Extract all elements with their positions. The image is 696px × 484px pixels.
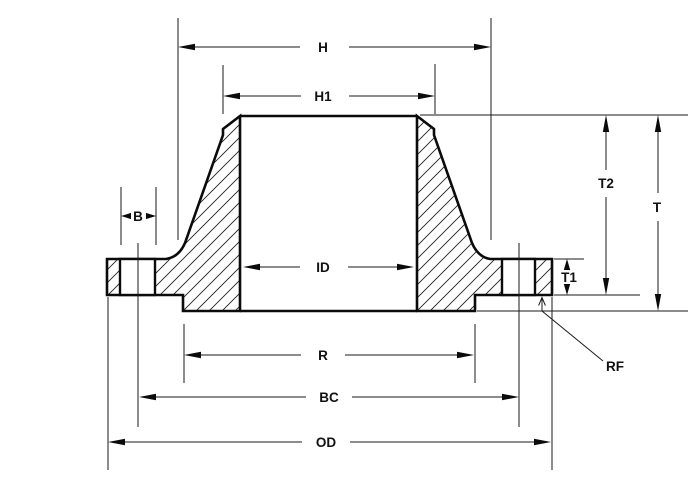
dim-t-arrow-down <box>654 294 662 311</box>
dimension-r: R <box>184 348 474 363</box>
dim-b-arrow-right <box>146 212 156 220</box>
dim-t-arrow-up <box>654 115 662 132</box>
dim-od-arrow-left <box>108 438 125 446</box>
dim-t2-arrow-up <box>602 115 610 132</box>
dim-id-arrow-left <box>243 263 260 271</box>
dimension-bc: BC <box>139 390 519 405</box>
dim-label-t: T <box>653 200 662 215</box>
dimension-t1: T1 <box>561 259 577 295</box>
dimension-h: H <box>178 40 491 55</box>
rf-leader-line <box>541 299 604 362</box>
dim-h1-arrow-right <box>418 92 435 100</box>
dimension-t: T <box>653 115 662 311</box>
dim-h-arrow-left <box>178 43 195 51</box>
dim-label-r: R <box>318 348 328 363</box>
dim-label-b: B <box>133 209 143 224</box>
dim-t2-arrow-down <box>602 278 610 295</box>
dim-h1-arrow-left <box>223 92 240 100</box>
dimension-b: B <box>121 209 156 224</box>
callout-rf: RF <box>538 296 624 374</box>
dim-h-arrow-right <box>474 43 491 51</box>
dim-label-od: OD <box>316 435 337 450</box>
dim-b-arrow-left <box>121 212 131 220</box>
dim-label-t2: T2 <box>598 176 614 191</box>
dimension-h1: H1 <box>223 89 435 104</box>
flange-body <box>105 113 554 313</box>
dim-bc-arrow-right <box>502 393 519 401</box>
dim-r-arrow-right <box>457 351 474 359</box>
rf-leader-arrow <box>538 296 546 306</box>
dim-label-id: ID <box>316 260 330 275</box>
dim-label-t1: T1 <box>561 270 577 285</box>
dim-label-h: H <box>318 40 328 55</box>
dim-od-arrow-right <box>534 438 551 446</box>
dim-t1-arrow-up <box>563 259 571 270</box>
dimension-t2: T2 <box>598 115 614 295</box>
dim-t1-arrow-down <box>563 284 571 295</box>
dimension-id: ID <box>243 260 414 275</box>
dimension-od: OD <box>108 435 551 450</box>
dim-label-h1: H1 <box>314 89 332 104</box>
dim-label-rf: RF <box>606 359 624 374</box>
dim-id-arrow-right <box>397 263 414 271</box>
extension-lines <box>107 18 688 470</box>
dim-bc-arrow-left <box>139 393 156 401</box>
dim-label-bc: BC <box>319 390 339 405</box>
dim-r-arrow-left <box>184 351 201 359</box>
